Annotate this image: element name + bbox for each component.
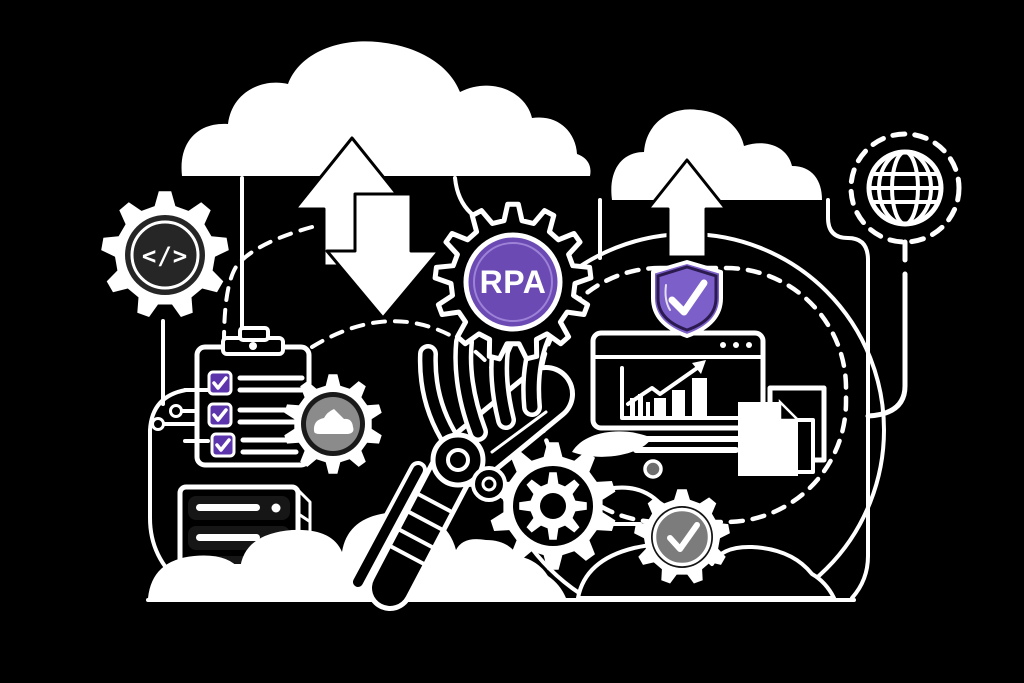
analytics-monitor-icon [572, 330, 766, 457]
check-gear-disc [652, 507, 712, 567]
forearm-hatches [390, 492, 452, 566]
code-gear-icon: </> [101, 191, 229, 317]
globe-stem [865, 239, 908, 419]
gear-checkmark [667, 522, 700, 552]
clipboard-checklist-icon [151, 326, 312, 468]
code-glyph: </> [142, 242, 188, 270]
cloud-right-s-curve [826, 198, 870, 600]
upload-arrow-right-icon [646, 158, 728, 259]
code-gear-disc [125, 215, 205, 295]
cog-gear-icon [490, 442, 616, 570]
rpa-label: RPA [480, 264, 547, 300]
globe-icon [848, 131, 962, 245]
dashed-hand-arc [310, 319, 498, 376]
status-dot [643, 459, 663, 479]
clipboard-ticks [183, 388, 210, 443]
rpa-badge-circle [463, 232, 563, 332]
cloud-mountain-glyph [313, 409, 354, 434]
connector-dot [151, 417, 165, 431]
ground-cloud-filled [148, 512, 566, 598]
rpa-gear-icon: RPA [432, 201, 594, 362]
download-arrow-icon [325, 192, 441, 320]
cloud-left-icon [181, 41, 591, 177]
server-row [188, 496, 290, 520]
cloud-gear-icon [284, 374, 382, 474]
check-gear-icon [594, 485, 730, 584]
trend-arrowhead [692, 360, 706, 374]
dashed-code-to-clipboard [222, 225, 314, 344]
cloud-right-icon [611, 109, 822, 200]
globe-dashed-ring [848, 131, 962, 245]
shield-checkmark [668, 279, 708, 316]
checklist-row [207, 370, 305, 396]
rpa-badge-ring [473, 242, 553, 322]
connector-dot-lines [163, 409, 199, 426]
document-fold [778, 398, 802, 422]
ground-mask [0, 602, 1024, 683]
trend-line [626, 364, 702, 406]
documents-icon [738, 385, 827, 476]
checklist-row [207, 402, 305, 428]
checklist-row [210, 432, 299, 458]
bar-chart [630, 378, 707, 418]
connector-dot [169, 404, 183, 418]
window-dots [720, 342, 752, 348]
shield-check-icon [651, 260, 723, 338]
